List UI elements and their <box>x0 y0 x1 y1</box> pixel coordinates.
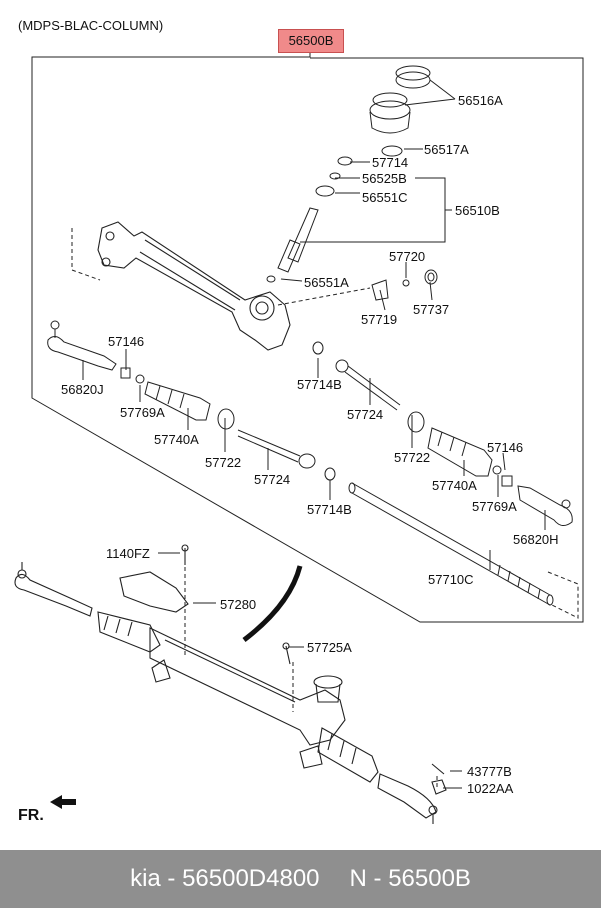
part-label[interactable]: 57740A <box>432 478 477 493</box>
part-label[interactable]: 56517A <box>424 142 469 157</box>
part-label[interactable]: 57720 <box>389 249 426 264</box>
footer-assembly-number: N - 56500B <box>349 865 471 892</box>
part-label[interactable]: 57724 <box>347 407 384 422</box>
part-label[interactable]: 57722 <box>205 455 242 470</box>
assembly-frame <box>31 51 584 623</box>
part-label[interactable]: 57710C <box>428 572 474 587</box>
part-label[interactable]: 57714B <box>307 502 352 517</box>
bearing-cap-parts <box>315 65 431 197</box>
part-label[interactable]: 56820J <box>61 382 104 397</box>
part-label[interactable]: 57725A <box>307 640 352 655</box>
rack-bar <box>348 482 554 606</box>
rack-housing <box>97 221 291 351</box>
right-tie-rod-set <box>312 341 573 526</box>
assembled-gear <box>14 544 447 824</box>
part-label[interactable]: 56551A <box>304 275 349 290</box>
part-label[interactable]: 57769A <box>120 405 165 420</box>
left-tie-rod-set <box>47 320 336 481</box>
assembly-number-badge[interactable]: 56500B <box>278 29 344 53</box>
part-label[interactable]: 43777B <box>467 764 512 779</box>
separator-swoosh <box>242 565 303 642</box>
part-label[interactable]: 57146 <box>108 334 145 349</box>
part-label[interactable]: 56510B <box>455 203 500 218</box>
footer-bar: kia - 56500D4800 N - 56500B <box>0 850 601 908</box>
part-label[interactable]: 57740A <box>154 432 199 447</box>
fr-arrow-icon <box>50 795 76 809</box>
part-label[interactable]: 1022AA <box>467 781 514 796</box>
part-label[interactable]: 57146 <box>487 440 524 455</box>
part-label[interactable]: 57280 <box>220 597 257 612</box>
part-label[interactable]: 57724 <box>254 472 291 487</box>
part-label[interactable]: 56551C <box>362 190 408 205</box>
pinion-shaft <box>266 207 319 283</box>
part-label[interactable]: 57719 <box>361 312 398 327</box>
part-label[interactable]: 1140FZ <box>106 546 150 561</box>
leader-lines <box>82 79 546 789</box>
front-direction-label: FR. <box>18 807 44 824</box>
part-label[interactable]: 56820H <box>513 532 559 547</box>
part-label[interactable]: 57714 <box>372 155 409 170</box>
part-label[interactable]: 56525B <box>362 171 407 186</box>
part-label[interactable]: 57737 <box>413 302 450 317</box>
part-label[interactable]: 57714B <box>297 377 342 392</box>
diagram-title: (MDPS-BLAC-COLUMN) <box>18 18 164 33</box>
parts-diagram <box>14 51 584 824</box>
part-label[interactable]: 56516A <box>458 93 503 108</box>
footer-part-number: kia - 56500D4800 <box>130 865 320 892</box>
part-label[interactable]: 57722 <box>394 450 431 465</box>
part-label[interactable]: 57769A <box>472 499 517 514</box>
